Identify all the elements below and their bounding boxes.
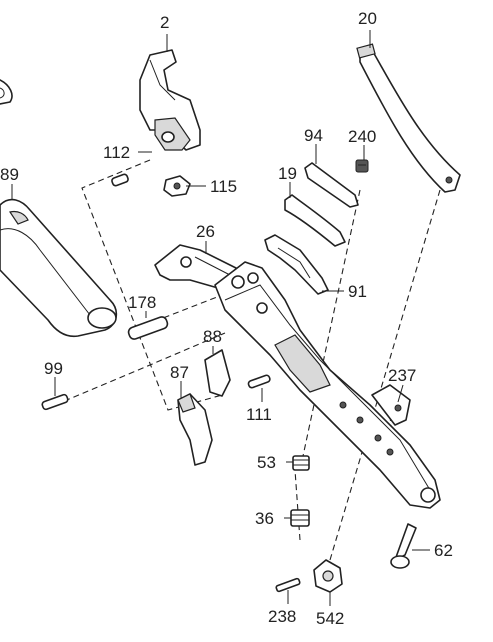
part-36-nut <box>290 509 310 527</box>
part-112-pin <box>111 173 129 187</box>
part-99-pin <box>41 393 69 411</box>
label-87: 87 <box>170 363 189 382</box>
label-36: 36 <box>255 509 274 528</box>
label-88: 88 <box>203 327 222 346</box>
label-111: 111 <box>246 405 272 424</box>
label-26: 26 <box>196 222 215 241</box>
part-94-lever <box>304 162 359 208</box>
label-19: 19 <box>278 164 297 183</box>
label-112: 112 <box>103 143 130 162</box>
assembly-dashed-lines <box>54 159 441 561</box>
label-240: 240 <box>348 127 376 146</box>
label-89: 89 <box>0 165 19 184</box>
part-240-screw <box>355 159 369 173</box>
part-19-plate <box>284 194 346 247</box>
part-2-bracket <box>139 49 201 151</box>
label-2: 2 <box>160 13 169 32</box>
part-89-link <box>0 198 118 338</box>
part-53-bushing <box>292 455 310 471</box>
label-20: 20 <box>358 9 377 28</box>
label-99: 99 <box>44 359 63 378</box>
part-542-ball-joint <box>313 559 343 593</box>
part-178-pin <box>127 316 169 340</box>
part-edge-clip <box>0 79 13 105</box>
label-62: 62 <box>434 541 453 560</box>
label-53: 53 <box>257 453 276 472</box>
part-111-pin <box>247 374 271 389</box>
leader-lines <box>11 30 430 606</box>
part-115-clip <box>163 175 191 197</box>
label-115: 115 <box>210 177 237 196</box>
label-91: 91 <box>348 282 367 301</box>
part-91-bracket <box>264 234 329 295</box>
part-87-hook <box>177 393 213 466</box>
main-lever-arm <box>214 261 441 509</box>
part-20-strap <box>356 43 461 193</box>
callout-labels: 2 20 94 240 112 115 89 19 26 91 178 88 9… <box>0 9 453 628</box>
label-237: 237 <box>388 366 416 385</box>
label-94: 94 <box>304 126 323 145</box>
part-238-pin <box>275 577 301 593</box>
label-178: 178 <box>128 293 156 312</box>
part-88-plate <box>204 349 231 397</box>
part-62-screw <box>390 523 417 569</box>
label-542: 542 <box>316 609 344 628</box>
label-238: 238 <box>268 607 296 626</box>
